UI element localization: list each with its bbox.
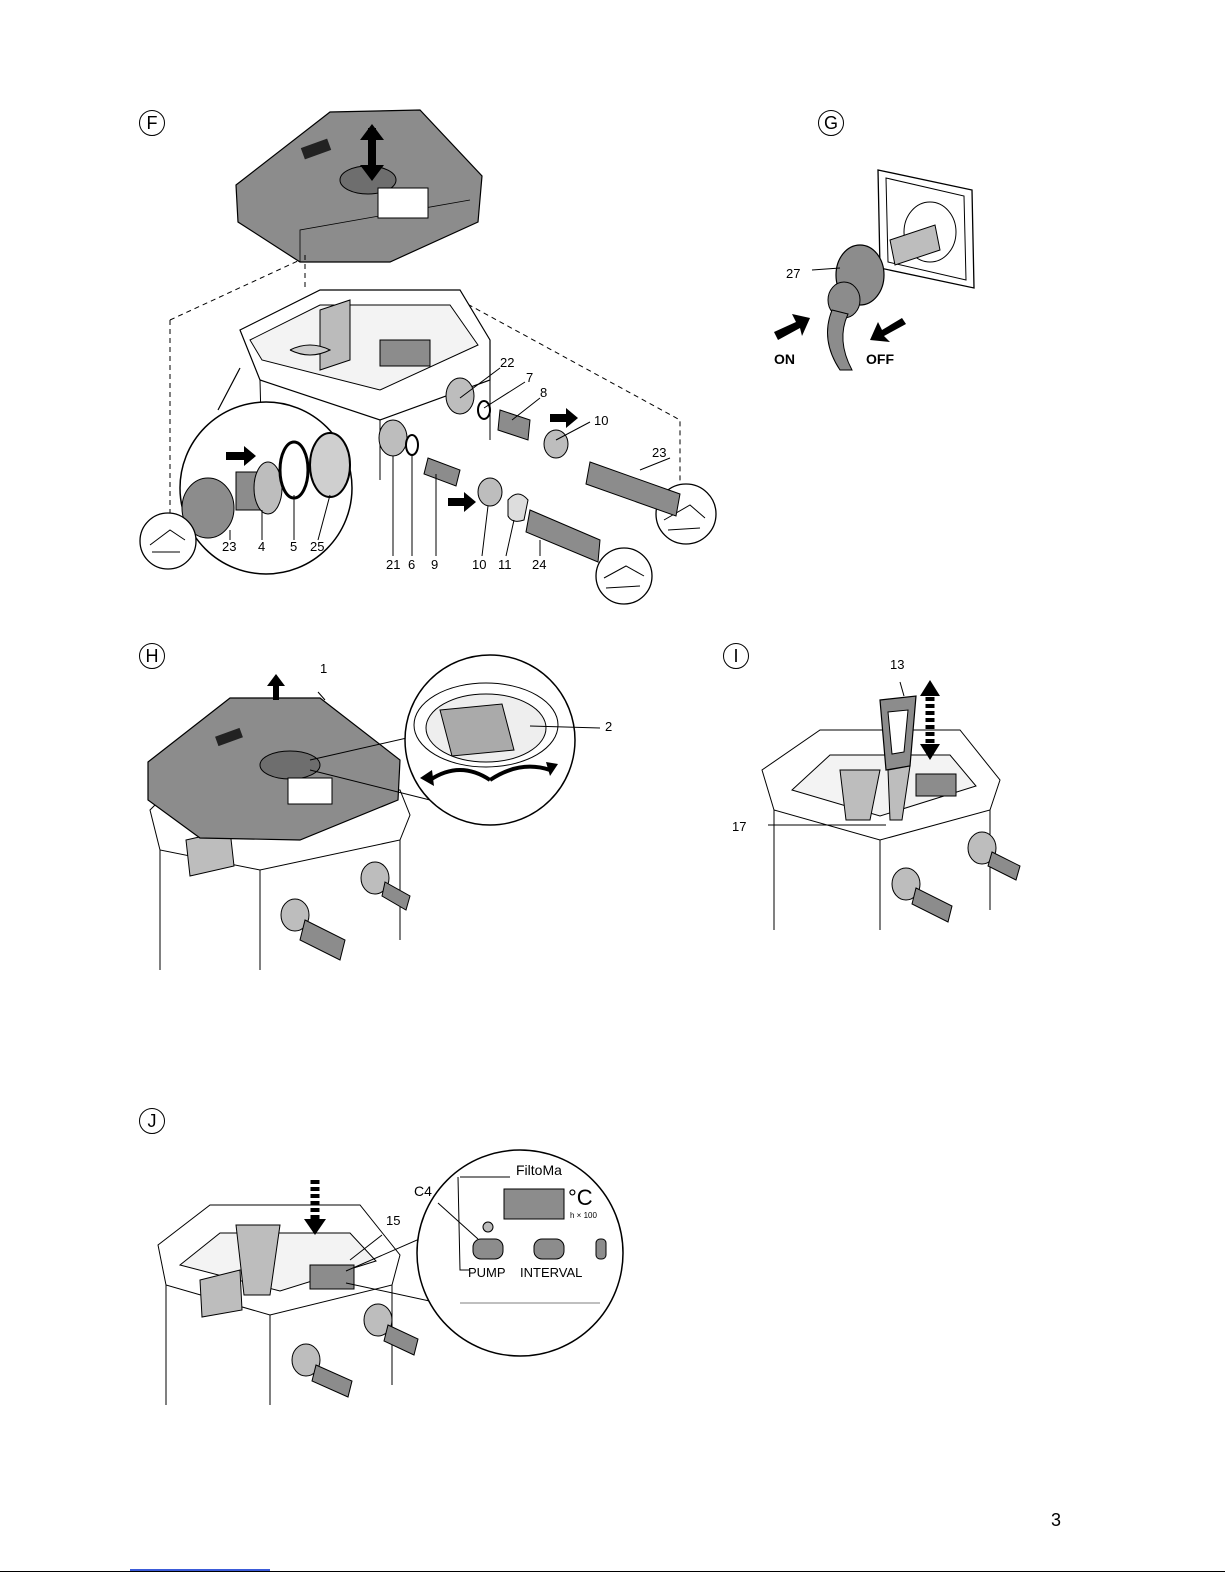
footer-rule <box>0 1571 1225 1572</box>
figure-f: F <box>0 0 720 610</box>
figure-h-drawing <box>130 640 630 980</box>
callout-10: 10 <box>594 414 608 428</box>
figure-g: G 27 ON OFF <box>760 100 1000 390</box>
callout-8: 8 <box>540 386 547 400</box>
callout-23-right: 23 <box>652 446 666 460</box>
callout-17: 17 <box>732 820 746 834</box>
callout-9: 9 <box>431 558 438 572</box>
page-number: 3 <box>1051 1510 1061 1531</box>
figure-g-drawing <box>760 100 1000 390</box>
figure-i: I 13 17 <box>720 640 1040 940</box>
on-label: ON <box>774 352 795 366</box>
figure-i-drawing <box>720 640 1040 940</box>
callout-23-left: 23 <box>222 540 236 554</box>
callout-24: 24 <box>532 558 546 572</box>
callout-1: 1 <box>320 662 327 676</box>
off-label: OFF <box>866 352 894 366</box>
panel-unit: °C <box>568 1185 593 1211</box>
callout-10-lower: 10 <box>472 558 486 572</box>
panel-brand: FiltoMa <box>516 1162 562 1178</box>
callout-6: 6 <box>408 558 415 572</box>
callout-7: 7 <box>526 371 533 385</box>
callout-c4: C4 <box>414 1184 432 1198</box>
panel-unit-sub: h × 100 <box>570 1211 597 1220</box>
callout-4: 4 <box>258 540 265 554</box>
callout-2: 2 <box>605 720 612 734</box>
callout-22: 22 <box>500 356 514 370</box>
callout-5: 5 <box>290 540 297 554</box>
callout-11: 11 <box>498 558 512 572</box>
callout-25: 25 <box>310 540 324 554</box>
callout-27: 27 <box>786 267 800 281</box>
interval-button-label: INTERVAL <box>520 1265 582 1280</box>
pump-button-label: PUMP <box>468 1265 506 1280</box>
callout-21: 21 <box>386 558 400 572</box>
figure-h: H 1 <box>130 640 630 980</box>
callout-15: 15 <box>386 1214 400 1228</box>
footer-link-underline[interactable] <box>130 1569 270 1571</box>
figure-f-drawing <box>0 0 720 610</box>
figure-j: J C4 15 Fi <box>130 1105 600 1425</box>
callout-13: 13 <box>890 658 904 672</box>
